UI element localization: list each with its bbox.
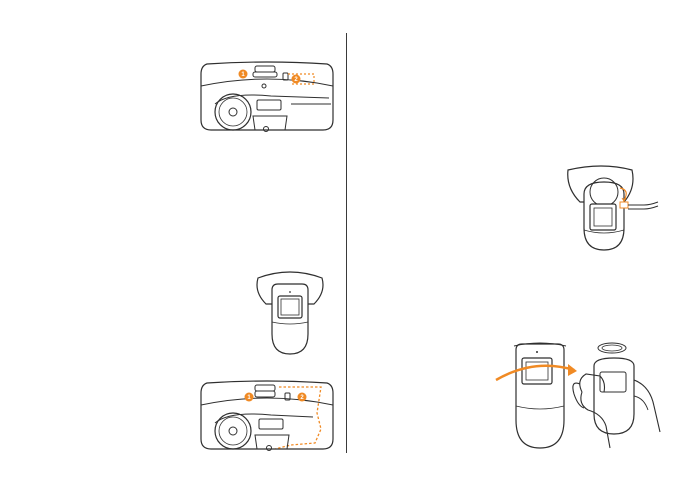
- windshield-mount-position-figure: 1 2: [199, 60, 335, 135]
- column-divider: [346, 33, 347, 453]
- cable-routing-figure: 1 2: [199, 379, 335, 454]
- camera-front-figure: [254, 268, 326, 358]
- power-cable-connection-figure: [562, 164, 662, 258]
- footer-text: [0, 486, 694, 492]
- attach-camera-figure: [484, 336, 664, 454]
